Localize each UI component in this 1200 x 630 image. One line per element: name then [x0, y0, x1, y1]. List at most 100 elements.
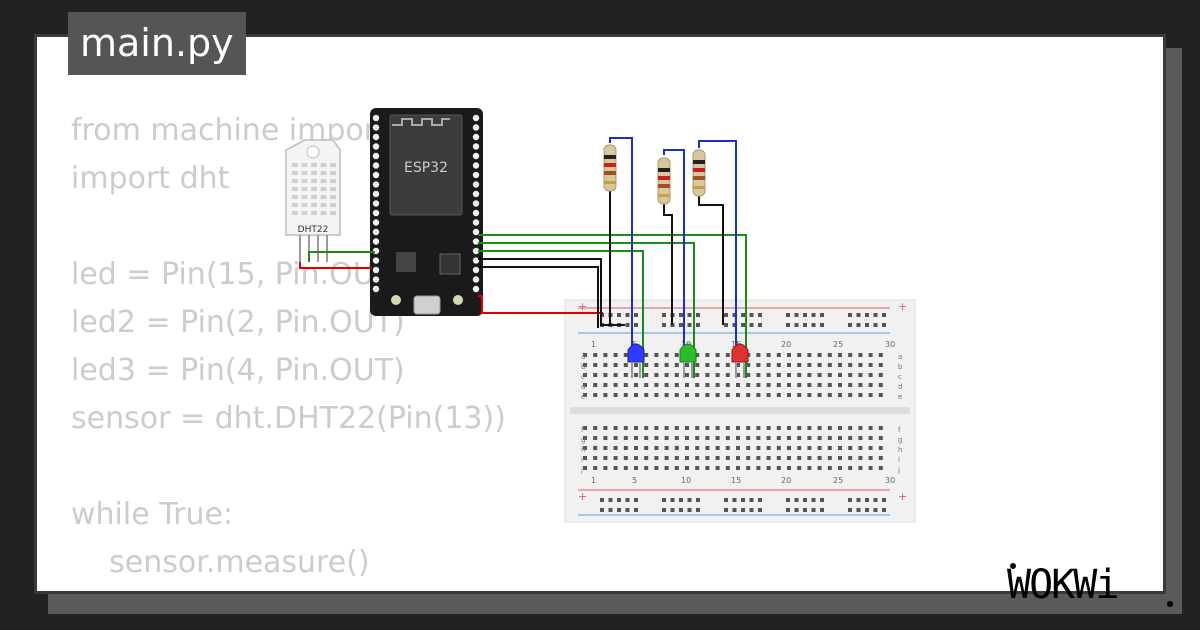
- vent-slot: [320, 187, 327, 191]
- rail-hole: [662, 508, 666, 512]
- breadboard-hole: [715, 446, 720, 450]
- header-pin: [372, 171, 380, 179]
- breadboard-hole: [715, 353, 720, 357]
- breadboard-hole: [705, 373, 710, 377]
- breadboard-hole: [623, 446, 628, 450]
- rail-hole: [625, 508, 630, 512]
- resistor-3[interactable]: [692, 149, 706, 197]
- col-number: 5: [632, 476, 637, 485]
- breadboard-hole: [797, 436, 802, 440]
- header-pin: [372, 266, 380, 274]
- breadboard-hole: [807, 373, 812, 377]
- breadboard-hole: [623, 466, 628, 470]
- rail-hole: [820, 323, 824, 327]
- breadboard-hole: [674, 383, 679, 387]
- led-green[interactable]: [679, 343, 697, 378]
- breadboard-hole: [715, 383, 720, 387]
- breadboard-hole: [838, 446, 842, 450]
- row-letter: e: [581, 393, 585, 401]
- breadboard-hole: [583, 446, 587, 450]
- breadboard-hole: [603, 456, 608, 460]
- breadboard-hole: [685, 446, 689, 450]
- header-pin: [372, 238, 380, 245]
- breadboard-hole: [603, 373, 608, 377]
- breadboard-hole: [807, 363, 812, 367]
- svg-text:+: +: [578, 300, 587, 313]
- row-letter: a: [581, 353, 585, 361]
- vent-slot: [301, 163, 308, 167]
- breadboard-hole: [664, 446, 669, 450]
- breadboard-hole: [878, 446, 883, 450]
- rail-hole: [724, 508, 728, 512]
- breadboard-hole: [593, 373, 598, 377]
- breadboard-hole: [695, 373, 700, 377]
- rail-hole: [687, 498, 692, 502]
- breadboard-hole: [766, 383, 771, 387]
- breadboard-hole: [736, 373, 740, 377]
- header-pin: [372, 228, 380, 236]
- breadboard-hole: [807, 436, 812, 440]
- rail-hole: [786, 313, 790, 317]
- vent-slot: [301, 211, 308, 215]
- breadboard-hole: [766, 353, 771, 357]
- rail-hole: [741, 313, 745, 317]
- breadboard-hole: [797, 383, 802, 387]
- header-pin: [472, 285, 480, 293]
- vent-slot: [292, 195, 298, 199]
- code-line: import dht: [71, 161, 230, 196]
- header-pin: [372, 133, 380, 141]
- wokwi-logo: WOKWi: [1007, 562, 1173, 608]
- breadboard-hole: [848, 436, 853, 440]
- rail-hole: [696, 323, 700, 327]
- breadboard-hole: [756, 446, 761, 450]
- breadboard-hole: [827, 383, 832, 387]
- rail-hole: [749, 323, 754, 327]
- breadboard-hole: [593, 363, 598, 367]
- resistor-2[interactable]: [657, 157, 671, 205]
- rail-hole: [786, 508, 790, 512]
- vent-slot: [311, 171, 317, 175]
- breadboard-hole: [787, 436, 791, 440]
- vent-slot: [330, 211, 336, 215]
- row-letter: i: [581, 456, 583, 464]
- breadboard-hole: [817, 373, 822, 377]
- breadboard-hole: [644, 393, 649, 397]
- dht22-sensor[interactable]: DHT22: [285, 139, 341, 262]
- rail-hole: [865, 508, 869, 512]
- breadboard-hole: [644, 466, 649, 470]
- breadboard-hole: [623, 456, 628, 460]
- breadboard-hole: [766, 363, 771, 367]
- rail-hole: [856, 508, 861, 512]
- esp32-board[interactable]: ESP32: [370, 108, 483, 316]
- breadboard-hole: [623, 393, 628, 397]
- rail-hole: [749, 498, 754, 502]
- header-pin: [472, 219, 480, 226]
- rail-hole: [625, 313, 630, 317]
- rail-hole: [856, 498, 861, 502]
- wokwi-logo-text: WOKWi: [1007, 562, 1117, 608]
- resistor-1[interactable]: [603, 144, 617, 192]
- rail-hole: [749, 313, 754, 317]
- breadboard-hole: [613, 456, 618, 460]
- breadboard-hole: [654, 426, 659, 430]
- led-blue[interactable]: [627, 343, 645, 378]
- led-red[interactable]: [731, 343, 749, 378]
- breadboard-hole: [787, 426, 791, 430]
- breadboard-hole: [654, 466, 659, 470]
- file-tab[interactable]: main.py: [68, 12, 246, 75]
- breadboard-hole: [674, 446, 679, 450]
- breadboard-hole: [685, 436, 689, 440]
- breadboard-hole: [838, 353, 842, 357]
- wires: [299, 137, 747, 378]
- breadboard-hole: [644, 383, 649, 387]
- code-line: sensor = dht.DHT22(Pin(13)): [71, 401, 506, 436]
- breadboard-labels: 1 5 10 15 20 25 30 1 5 10 15 20 25 30 aa…: [580, 340, 903, 485]
- rail-hole: [758, 508, 762, 512]
- vent-slot: [292, 171, 298, 175]
- breadboard-hole: [664, 383, 669, 387]
- breadboard-hole: [848, 363, 853, 367]
- breadboard-hole: [654, 383, 659, 387]
- rail-hole: [662, 498, 666, 502]
- breadboard-hole: [634, 393, 638, 397]
- breadboard-hole: [623, 353, 628, 357]
